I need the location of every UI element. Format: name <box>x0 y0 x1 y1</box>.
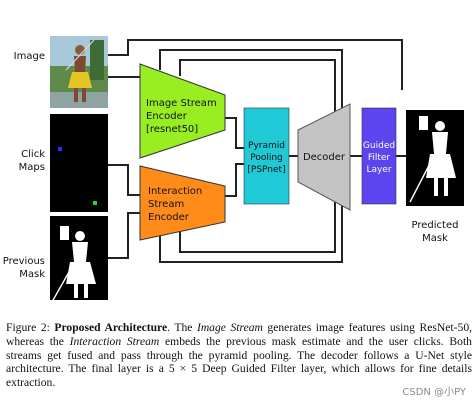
image-encoder-line1: Image Stream <box>146 98 217 109</box>
caption-italic-2: Interaction Stream <box>69 334 160 348</box>
ppm-line3: [PSPnet] <box>247 165 285 175</box>
image-encoder-line3: [resnet50] <box>146 124 198 135</box>
caption-text-1: . The <box>167 321 197 334</box>
caption-text-3: embeds the previous mask estimate and th… <box>6 334 472 390</box>
input-image-thumbnail <box>50 36 108 108</box>
caption-fig-label: Figure 2: <box>6 321 50 334</box>
architecture-diagram: Image Click Maps Previous Mask Image Str… <box>3 36 464 306</box>
ppm-line2: Pooling <box>250 153 283 163</box>
skip-bottom-1 <box>159 200 343 263</box>
predicted-mask-thumbnail <box>406 110 464 206</box>
skip-top-2 <box>179 59 336 120</box>
decoder-block: Decoder <box>297 103 351 211</box>
caption-fig-title: Proposed Architecture <box>54 321 168 334</box>
previous-mask-label-line1: Previous <box>3 256 45 267</box>
previous-mask-label-line2: Mask <box>19 269 45 280</box>
decoder-label: Decoder <box>303 152 346 163</box>
edge-image-to-guided-filter <box>108 39 403 90</box>
previous-mask-thumbnail <box>50 216 108 306</box>
edge-encoder-to-ppm <box>225 117 244 149</box>
interaction-encoder-line2: Stream <box>148 199 184 210</box>
predicted-mask-label-line1: Predicted <box>412 220 459 231</box>
guided-filter-line2: Filter <box>368 153 391 163</box>
guided-filter-layer: Guided Filter Layer <box>361 107 397 205</box>
figure-caption: Figure 2: Proposed Architecture. The Ima… <box>6 321 472 390</box>
click-maps-thumbnail <box>50 114 108 212</box>
skip-bottom-2 <box>179 190 336 253</box>
watermark: CSDN @小PY <box>402 387 466 398</box>
interaction-encoder-line1: Interaction <box>148 186 202 197</box>
caption-text-2: generates image features using ResNet-50… <box>6 321 473 348</box>
negative-click-dot <box>58 147 62 151</box>
skip-top-1 <box>159 49 343 112</box>
positive-click-dot <box>93 201 97 205</box>
image-label: Image <box>14 51 45 62</box>
edge-interaction-to-ppm <box>225 163 244 197</box>
pyramid-pooling-block: Pyramid Pooling [PSPnet] <box>243 107 290 205</box>
edge-mask-to-interaction <box>108 212 140 259</box>
guided-filter-line1: Guided <box>363 141 395 151</box>
guided-filter-line3: Layer <box>366 165 391 175</box>
edge-clicks-to-interaction <box>108 164 140 196</box>
image-stream-encoder: Image Stream Encoder [resnet50] <box>139 63 226 159</box>
interaction-encoder-line3: Encoder <box>148 212 190 223</box>
click-maps-label-line2: Maps <box>19 162 45 173</box>
predicted-mask-label-line2: Mask <box>422 233 448 244</box>
interaction-stream-encoder: Interaction Stream Encoder <box>139 165 226 241</box>
ppm-line1: Pyramid <box>248 141 285 151</box>
connection-lines <box>108 39 406 263</box>
image-encoder-line2: Encoder <box>146 111 188 122</box>
caption-italic-1: Image Stream <box>196 321 263 334</box>
click-maps-label-line1: Click <box>21 149 45 160</box>
